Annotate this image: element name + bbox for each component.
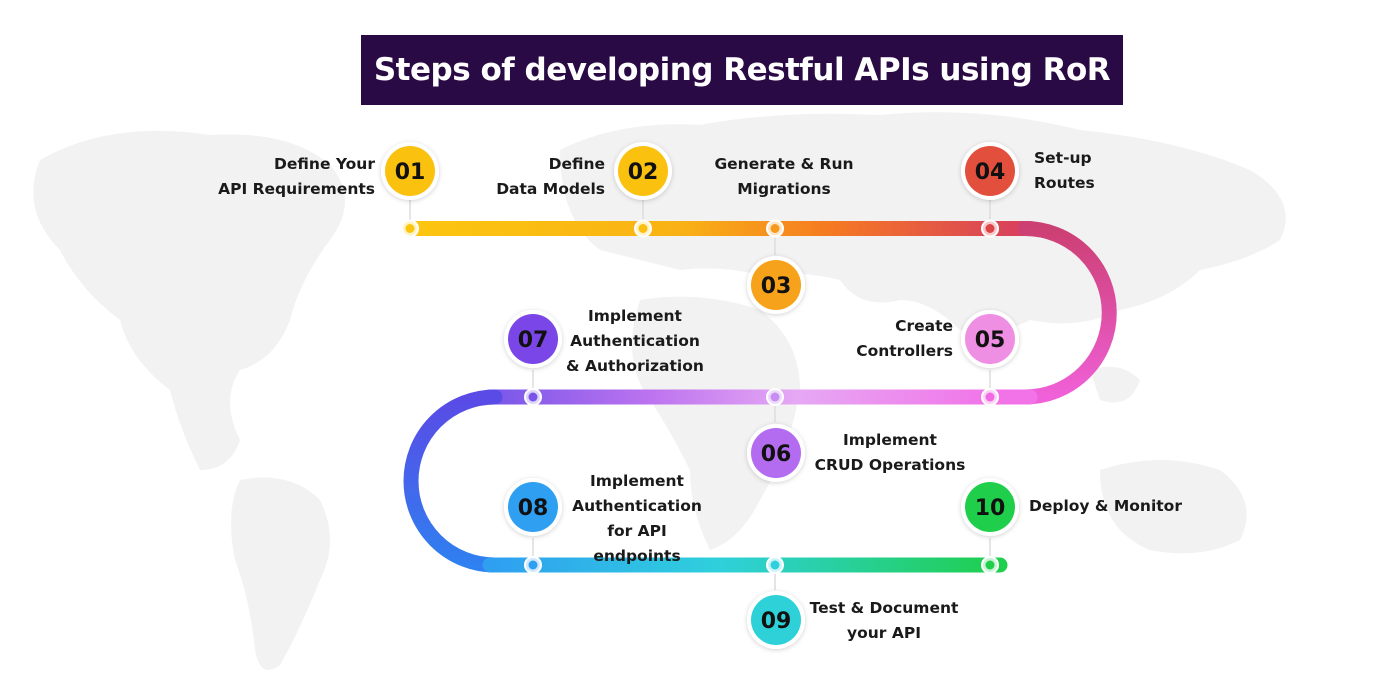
step-01-label: Define Your API Requirements (218, 155, 375, 198)
step-04-badge: 04 (961, 142, 1019, 200)
step-09-badge: 09 (747, 591, 805, 649)
step-06-badge: 06 (747, 424, 805, 482)
step-03-badge: 03 (747, 256, 805, 314)
step-07-badge: 07 (504, 310, 562, 368)
step-02-number: 02 (628, 160, 659, 185)
path-dots (401, 219, 999, 574)
step-05-number: 05 (975, 328, 1006, 353)
step-04-label: Set-up Routes (1034, 149, 1095, 192)
step-02-badge: 02 (614, 142, 672, 200)
connectors (409, 200, 991, 590)
step-09-number: 09 (761, 609, 792, 634)
title-banner: Steps of developing Restful APIs using R… (361, 35, 1123, 105)
step-03-label: Generate & Run Migrations (714, 155, 854, 198)
step-05-badge: 05 (961, 310, 1019, 368)
page-title: Steps of developing Restful APIs using R… (373, 52, 1111, 88)
step-04-number: 04 (975, 160, 1006, 185)
step-07-number: 07 (518, 328, 549, 353)
step-09-label: Test & Document your API (809, 599, 959, 642)
step-06-label: Implement CRUD Operations (814, 431, 966, 474)
step-08-label: Implement Authentication for API endpoin… (572, 472, 702, 565)
step-08-badge: 08 (504, 478, 562, 536)
step-10-label: Deploy & Monitor (1029, 497, 1182, 515)
step-02-label: Define Data Models (496, 155, 605, 198)
step-05-label: Create Controllers (856, 317, 953, 360)
step-03-number: 03 (761, 274, 792, 299)
step-01-number: 01 (395, 160, 426, 185)
step-01-badge: 01 (381, 142, 439, 200)
step-06-number: 06 (761, 442, 792, 467)
roadmap-path (402, 221, 1117, 573)
step-10-number: 10 (975, 496, 1006, 521)
step-08-number: 08 (518, 496, 549, 521)
step-10-badge: 10 (961, 478, 1019, 536)
step-07-label: Implement Authentication & Authorization (566, 307, 704, 375)
